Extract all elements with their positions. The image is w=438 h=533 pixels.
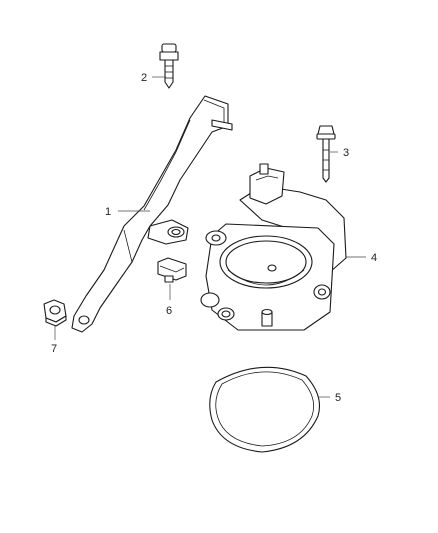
bracket-part [71,95,233,333]
callout-5: 5 [335,392,341,404]
callout-4: 4 [371,252,377,264]
leader-lines [54,76,366,398]
bolt-bracket-part [159,43,179,89]
clip-nut-part [157,257,187,283]
callout-1: 1 [105,206,111,218]
callout-3: 3 [343,147,349,159]
bolt-throttle-body-part [316,125,336,183]
callout-2: 2 [141,72,147,84]
nut-part [43,299,67,327]
callout-7: 7 [51,343,57,355]
throttle-body-part [200,163,347,331]
callout-6: 6 [166,305,172,317]
gasket-part [209,366,321,453]
